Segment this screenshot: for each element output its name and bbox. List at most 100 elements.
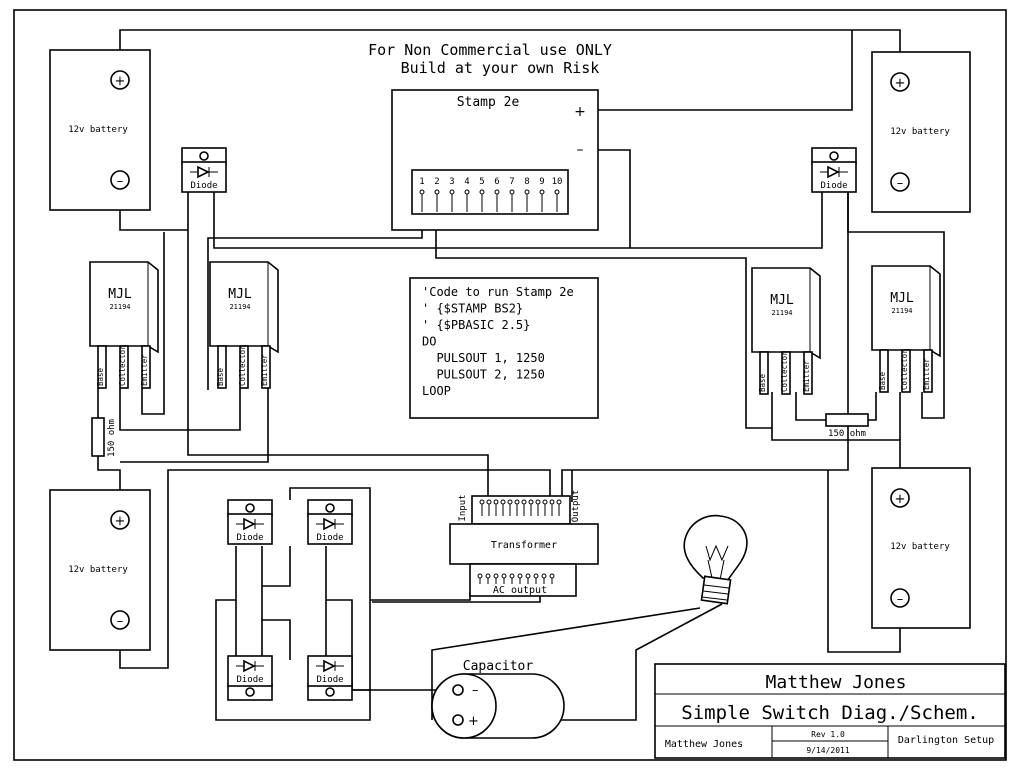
stamp-pin [419,189,425,195]
author-large: Matthew Jones [766,672,907,693]
battery-minus-terminal: – [897,176,904,191]
stamp-pin-number: 6 [494,177,499,187]
transformer-input-label: Input [458,494,468,521]
diode-label: Diode [316,533,343,543]
diode-bridge-4: Diode [307,655,353,701]
drawing-border [13,9,1007,761]
code-line: PULSOUT 1, 1250 [422,351,545,365]
ac-output-pin [501,573,507,579]
transistor-name: MJL [108,287,132,302]
code-line: ' {$STAMP BS2} [422,302,523,316]
ac-output-label: AC output [493,585,547,596]
setup-name: Darlington Setup [898,735,994,746]
code-line: 'Code to run Stamp 2e [422,285,574,299]
stamp-pin [449,189,455,195]
transistor-part: 21194 [109,303,130,311]
notice-line-1: For Non Commercial use ONLY [368,41,612,59]
battery-bottom-left: + – 12v battery [49,489,151,651]
transformer-input-pin [514,499,520,505]
transformer-input-pin [556,499,562,505]
battery-label: 12v battery [68,565,128,575]
transistor-part: 21194 [771,309,792,317]
date: 9/14/2011 [806,746,850,755]
diode-bridge-1: Diode [227,499,273,545]
transformer-input-pin [535,499,541,505]
transformer-input-pin [528,499,534,505]
diode-top-left: Diode [181,147,227,193]
wiring [97,29,945,721]
transformer-input-pin [479,499,485,505]
stamp-pin [464,189,470,195]
capacitor-label: Capacitor [463,659,534,674]
stamp-pin-number: 8 [524,177,529,187]
diode-label: Diode [820,181,847,191]
transformer-input-pin [500,499,506,505]
transistor-pin-label: Emitter [140,354,149,386]
transistor-pin-label: Base [758,373,767,392]
diode-top-right: Diode [811,147,857,193]
transistor-name: MJL [890,291,914,306]
transistor-pin-label: Emitter [802,360,811,392]
diode-label: Diode [236,675,263,685]
battery-plus-terminal: + [895,76,906,91]
resistor-left: 150 ohm [91,417,117,457]
battery-minus-terminal: – [117,174,124,189]
code-line: LOOP [422,384,451,398]
transformer-input-pin [521,499,527,505]
stamp-pin-number: 10 [552,177,563,187]
author-small: Matthew Jones [665,739,743,750]
transistor-pin-label: Base [878,371,887,390]
stamp-pin-number: 4 [464,177,469,187]
battery-plus-terminal: + [895,492,906,507]
battery-minus-terminal: – [897,592,904,607]
stamp-pin [494,189,500,195]
battery-label: 12v battery [68,125,128,135]
stamp-pin-number: 9 [539,177,544,187]
stamp-pin-number: 7 [509,177,514,187]
resistor-right: 150 ohm [825,413,869,439]
stamp-pin-number: 2 [434,177,439,187]
diode-bridge-3: Diode [227,655,273,701]
transistor-part: 21194 [229,303,250,311]
code-line: ' {$PBASIC 2.5} [422,318,530,332]
stamp-plus-terminal: + [574,104,586,120]
resistor-label: 150 ohm [107,419,117,457]
code-line: PULSOUT 2, 1250 [422,368,545,382]
stamp-pin [554,189,560,195]
transistor-pin-label: Collector [780,351,789,392]
ac-output-pin [533,573,539,579]
stamp-pin [509,189,515,195]
battery-minus-terminal: – [117,614,124,629]
diode-label: Diode [316,675,343,685]
stamp-pin [434,189,440,195]
transistor-pin-label: Emitter [922,358,931,390]
battery-label: 12v battery [890,127,950,137]
resistor-label: 150 ohm [828,429,866,439]
ac-output-pin [549,573,555,579]
transformer-input-pin [486,499,492,505]
battery-top-left: + – 12v battery [49,49,151,211]
transistor-pin-label: Collector [900,349,909,390]
transistor-pin-label: Collector [238,345,247,386]
capacitor-minus: – [472,683,479,698]
diode-label: Diode [236,533,263,543]
stamp-pin [479,189,485,195]
stamp-minus-terminal: – [577,142,584,158]
battery-plus-terminal: + [115,74,126,89]
transistor-pin-label: Emitter [260,354,269,386]
drawing-title: Simple Switch Diag./Schem. [681,702,978,724]
stamp-pin [539,189,545,195]
transformer-output-label: Output [571,490,581,523]
transistor-name: MJL [228,287,252,302]
ac-output-pin [525,573,531,579]
ac-output-pin [509,573,515,579]
battery-bottom-right: + – 12v battery [871,467,971,629]
notice-line-2: Build at your own Risk [401,59,600,77]
transistor-pin-label: Base [96,367,105,386]
